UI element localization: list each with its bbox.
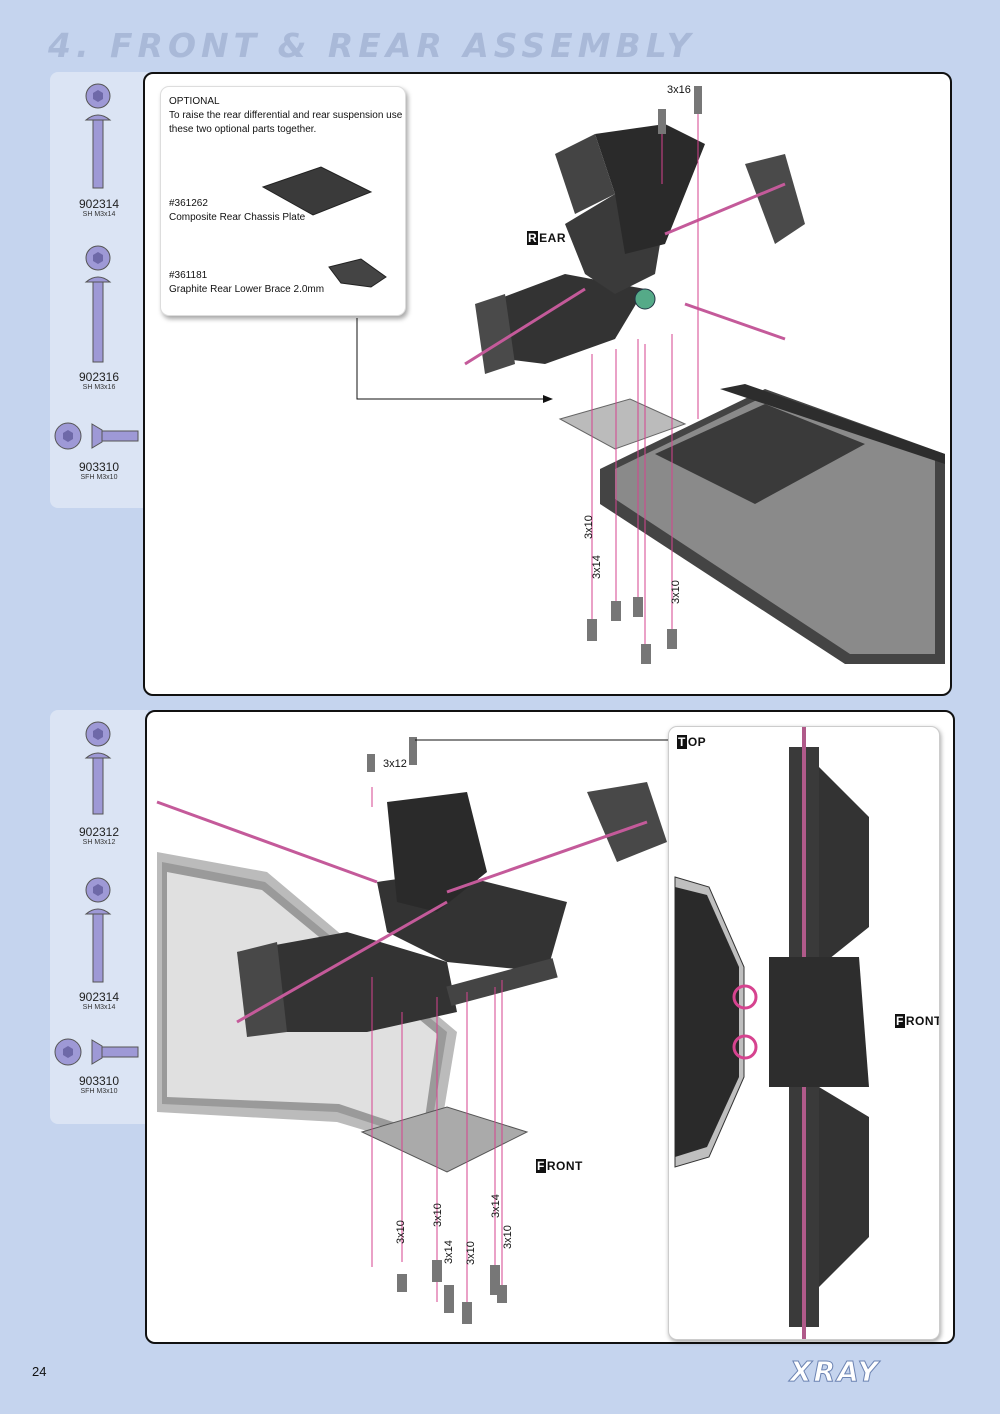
screw-size-label: 3x10 [432, 1203, 444, 1227]
screw-size-label: 3x12 [383, 758, 407, 770]
part-number: 902312 [78, 825, 120, 839]
optional-text-line: To raise the rear differential and rear … [169, 110, 403, 121]
view-label-rest: RONT [905, 1014, 940, 1028]
part-number: 902316 [78, 370, 120, 384]
part-902312: 902312 SH M3x12 [50, 826, 148, 847]
view-label-initial: R [527, 231, 539, 245]
highlight-circle [732, 1034, 758, 1060]
brand-logo: XRAY [790, 1355, 880, 1389]
optional-parts-drawing [261, 166, 387, 288]
page-title: 4. FRONT & REAR ASSEMBLY [48, 26, 696, 65]
part-902316: 902316 SH M3x16 [50, 371, 148, 392]
front-plate [360, 1106, 529, 1173]
page-number: 24 [32, 1364, 47, 1379]
screw-parts [587, 86, 702, 664]
part-903310: 903310 SFH M3x10 [50, 1075, 148, 1096]
front-suspension [156, 782, 667, 1037]
optional-part-number: #361181 [169, 270, 208, 281]
screw-size-label: 3x14 [490, 1194, 502, 1218]
screw-icon [84, 83, 112, 189]
flat-screw-icon [54, 1038, 139, 1066]
parts-icons [54, 721, 139, 1066]
screw-size-label: 3x16 [667, 84, 691, 96]
screw-icon [84, 877, 112, 983]
lower-brace-part [328, 258, 387, 288]
screw-icon [84, 721, 112, 815]
rear-suspension [464, 124, 805, 374]
part-desc: SFH M3x10 [80, 474, 118, 481]
part-number: 903310 [78, 1074, 120, 1088]
screw-size-label: 3x14 [591, 555, 603, 579]
top-view-drawing [674, 727, 869, 1339]
screw-guide-lines [371, 787, 503, 1302]
view-label-rest: EAR [539, 231, 567, 245]
screw-size-label: 3x10 [670, 580, 682, 604]
part-desc: SH M3x14 [82, 1004, 116, 1011]
part-number: 903310 [78, 460, 120, 474]
part-903310: 903310 SFH M3x10 [50, 461, 148, 482]
optional-part-name: Composite Rear Chassis Plate [169, 212, 306, 223]
optional-parts-box: OPTIONAL To raise the rear differential … [160, 86, 406, 316]
parts-icons [54, 83, 139, 450]
view-label-rest: RONT [546, 1159, 583, 1173]
optional-part-name: Graphite Rear Lower Brace 2.0mm [169, 284, 325, 295]
parts-sidebar-top: 902314 SH M3x14 902316 SH M3x16 903310 S… [50, 72, 148, 508]
view-label-rest: OP [687, 735, 707, 749]
part-number: 902314 [78, 990, 120, 1004]
part-desc: SH M3x16 [82, 384, 116, 391]
screw-size-label: 3x10 [502, 1225, 514, 1249]
chassis-plate [600, 384, 945, 664]
screw-guide-lines [591, 99, 699, 644]
optional-part-number: #361262 [169, 198, 208, 209]
part-number: 902314 [78, 197, 120, 211]
optional-arrow-head [543, 395, 553, 403]
rear-assembly-drawing [356, 86, 945, 664]
front-assembly-drawing [156, 737, 673, 1324]
part-desc: SH M3x12 [82, 839, 116, 846]
part-desc: SFH M3x10 [80, 1088, 118, 1095]
part-902314: 902314 SH M3x14 [50, 198, 148, 219]
view-label-initial: T [677, 735, 687, 749]
screw-size-label: 3x10 [395, 1220, 407, 1244]
optional-arrow-line [356, 318, 545, 400]
flat-screw-icon [54, 422, 139, 450]
optional-heading: OPTIONAL [169, 96, 220, 107]
screw-size-label: 3x10 [583, 515, 595, 539]
screw-size-label: 3x10 [465, 1241, 477, 1265]
optional-text-line: these two optional parts together. [169, 124, 317, 135]
rear-chassis-plate-part [261, 166, 373, 216]
view-label-initial: F [895, 1014, 905, 1028]
part-desc: SH M3x14 [82, 211, 116, 218]
screw-size-label: 3x14 [443, 1240, 455, 1264]
parts-sidebar-bottom: 902312 SH M3x12 902314 SH M3x14 903310 S… [50, 710, 148, 1124]
part-902314: 902314 SH M3x14 [50, 991, 148, 1012]
view-label-initial: F [536, 1159, 546, 1173]
optional-plate [558, 398, 687, 450]
highlight-circle [732, 984, 758, 1010]
top-view-leader [415, 739, 673, 744]
screw-parts [367, 737, 507, 1324]
screw-icon [84, 245, 112, 363]
